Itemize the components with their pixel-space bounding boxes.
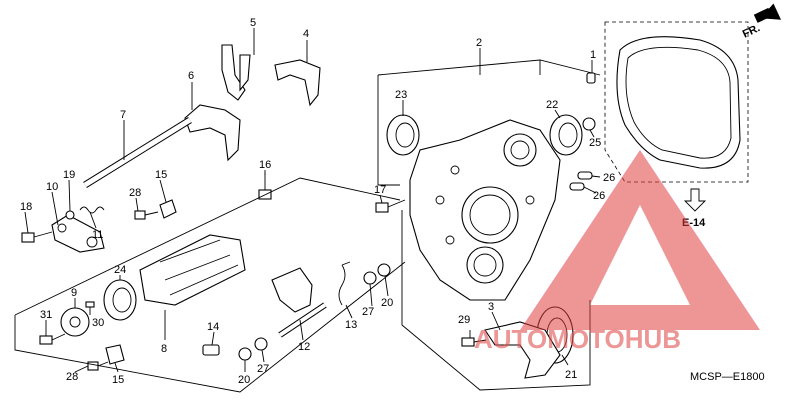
callout-23: 23 (395, 89, 407, 101)
transmission-case (409, 119, 561, 301)
seal-27-upper (363, 271, 377, 285)
callout-24: 24 (114, 264, 126, 276)
washer-20-upper (377, 263, 391, 277)
callout-28-lower: 28 (66, 371, 78, 383)
callout-30: 30 (92, 317, 104, 329)
shift-fork-6 (184, 104, 241, 162)
callout-9: 9 (71, 287, 77, 299)
callout-10: 10 (46, 181, 58, 193)
reference-arrow-icon (683, 188, 707, 212)
shift-fork-5 (221, 44, 251, 101)
clip-15-upper (159, 199, 177, 219)
callout-4: 4 (303, 28, 309, 40)
bolt-29 (461, 337, 487, 347)
callout-8: 8 (161, 343, 167, 355)
callout-2: 2 (476, 37, 482, 49)
return-spring-13 (338, 261, 351, 306)
callout-1: 1 (590, 49, 596, 61)
callout-16: 16 (259, 159, 271, 171)
callout-19: 19 (63, 169, 75, 181)
front-direction-arrow-icon (753, 3, 782, 23)
shift-fork-shaft-7 (83, 117, 192, 188)
shift-drum-8 (139, 234, 246, 306)
bearing-22 (549, 114, 583, 156)
dowel-pin-30 (85, 301, 95, 308)
pin-14 (202, 344, 220, 356)
callout-20-lower: 20 (238, 374, 250, 386)
bolt-28-upper (134, 210, 159, 220)
leader-lines (24, 28, 601, 373)
callout-3: 3 (488, 301, 494, 313)
shift-drum-center-9 (60, 307, 90, 337)
pin-1 (586, 72, 596, 84)
callout-22: 22 (546, 99, 558, 111)
callout-15-upper: 15 (155, 169, 167, 181)
callout-17: 17 (374, 184, 386, 196)
watermark-text: AUTOMOTOHUB (474, 324, 681, 354)
bolt-17 (375, 199, 406, 213)
callout-12: 12 (298, 341, 310, 353)
seal-25 (582, 117, 596, 131)
callout-5: 5 (250, 17, 256, 29)
bearing-23 (386, 114, 420, 156)
callout-27-lower: 27 (257, 363, 269, 375)
clip-15-lower (105, 344, 125, 365)
callout-25: 25 (589, 137, 601, 149)
callout-13: 13 (345, 319, 357, 331)
callout-29: 29 (458, 314, 470, 326)
callout-15-lower: 15 (112, 374, 124, 386)
bolt-28-lower (87, 361, 109, 371)
callout-numbers: 1 2 3 4 5 6 7 8 9 10 11 12 13 14 15 15 1… (20, 17, 615, 386)
callout-20-upper: 20 (381, 297, 393, 309)
bolt-31 (39, 333, 66, 345)
shift-fork-4 (274, 59, 321, 107)
gearshift-spindle-12 (271, 267, 327, 338)
assembly-line-lower (14, 261, 406, 393)
assembly-line-upper (14, 177, 401, 316)
callout-28-upper: 28 (129, 187, 141, 199)
callout-21: 21 (565, 369, 577, 381)
spring-11 (79, 206, 105, 214)
gasket (616, 36, 741, 169)
watermark-logo (520, 150, 760, 330)
seal-27-lower (254, 337, 268, 351)
dowel-pin-26b (569, 182, 585, 191)
callout-14: 14 (207, 321, 219, 333)
washer-19 (65, 210, 75, 220)
callout-11: 11 (92, 229, 103, 241)
callout-26b: 26 (593, 190, 605, 202)
dowel-pin-26a (577, 171, 593, 180)
diagram-code: MCSP—E1800 (690, 371, 765, 383)
callout-31: 31 (40, 309, 52, 321)
case-bracket-lines (377, 59, 601, 186)
bolt-18 (21, 231, 53, 243)
callout-27-upper: 27 (362, 306, 374, 318)
callout-6: 6 (188, 70, 194, 82)
washer-20-lower (238, 347, 252, 361)
gasket-outline (604, 21, 749, 183)
bearing-24 (103, 279, 137, 321)
callout-7: 7 (120, 109, 126, 121)
callout-26a: 26 (603, 172, 615, 184)
callout-18: 18 (20, 201, 32, 213)
front-direction-label: FR. (741, 22, 762, 40)
